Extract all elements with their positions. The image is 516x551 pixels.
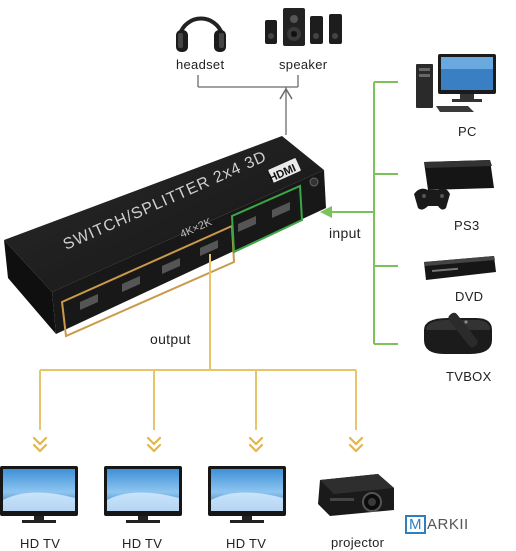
dvd-label: DVD (455, 289, 484, 304)
tvbox-icon (424, 312, 492, 354)
projector-label: projector (331, 535, 385, 550)
arrow-chevron-icon (32, 436, 364, 453)
headset-icon (176, 16, 226, 52)
hdtv-label-2: HD TV (122, 536, 163, 551)
hdtv-label-1: HD TV (20, 536, 61, 551)
projector-icon (318, 474, 394, 516)
hdtv-icon (104, 466, 182, 523)
output-connector (39, 254, 357, 430)
input-label: input (329, 225, 361, 241)
speaker-icon (265, 8, 342, 46)
dvd-icon (424, 256, 496, 280)
hdmi-switch-device: SWITCH/SPLITTER 2x4 3D 4K×2K HDMI (4, 136, 326, 338)
brand-rest: ARKII (427, 516, 469, 533)
hdtv-icon (208, 466, 286, 523)
hdtv-icon (0, 466, 78, 523)
headset-label: headset (176, 57, 225, 72)
hdmi-logo (268, 158, 301, 183)
ps3-icon (414, 160, 494, 210)
hdtv-label-3: HD TV (226, 536, 267, 551)
tvbox-label: TVBOX (446, 369, 492, 384)
input-connector (320, 81, 398, 345)
pc-label: PC (458, 124, 477, 139)
output-label: output (150, 331, 191, 347)
brand-m: M (405, 515, 426, 534)
pc-icon (416, 54, 496, 112)
audio-connector (197, 75, 299, 135)
speaker-label: speaker (279, 57, 328, 72)
ps3-label: PS3 (454, 218, 480, 233)
